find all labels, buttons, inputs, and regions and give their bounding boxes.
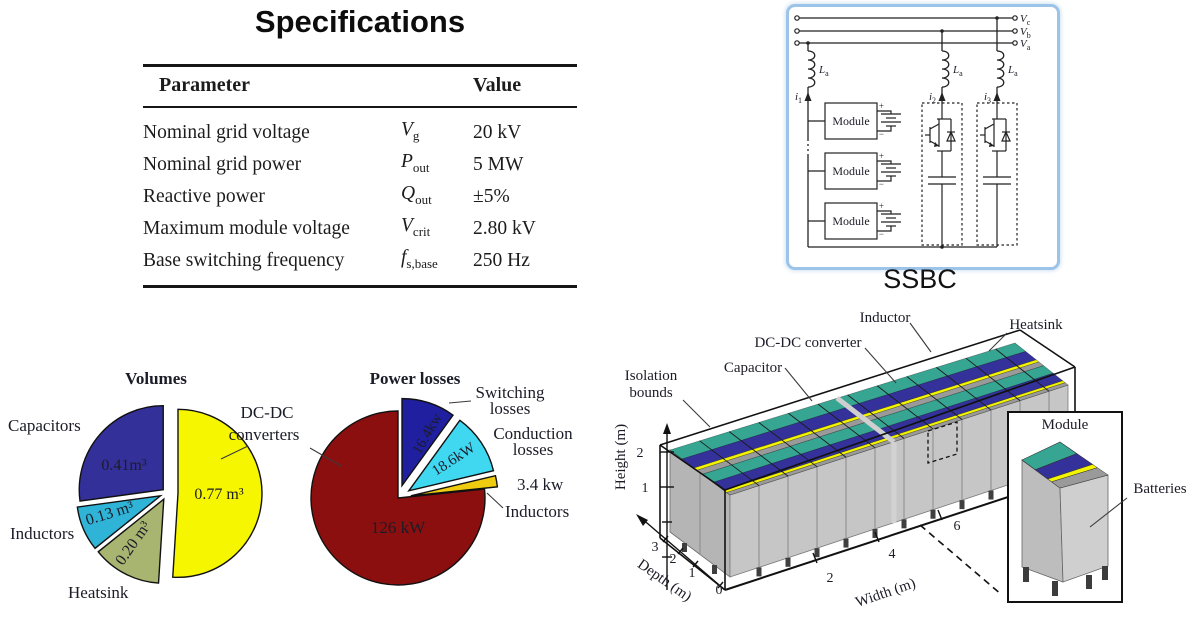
depth-tick-1: 1 — [689, 566, 696, 581]
specs-title: Specifications — [254, 4, 466, 39]
conduction-losses-label-line1: Conduction — [493, 424, 573, 443]
inset-module-label: Module — [1042, 417, 1089, 433]
module-box-label-1: Module — [832, 114, 869, 128]
isolation-bounds-callout-line2: bounds — [629, 385, 673, 401]
param-header: Parameter — [159, 74, 251, 96]
svg-text:+: + — [879, 151, 884, 161]
height-tick-2: 2 — [637, 446, 644, 461]
switching-losses-label-line2: losses — [490, 399, 531, 418]
pie-slice-dc-dc-converters — [310, 410, 486, 586]
svg-text:−: − — [879, 129, 884, 139]
depth-tick-3: 3 — [652, 540, 659, 555]
inset-module-drawing — [1021, 441, 1109, 596]
current-label-i3: i3 — [984, 91, 991, 105]
pie-slice-heatsink — [97, 497, 165, 584]
igbt-symbol — [925, 103, 1011, 245]
phase-label-vc: Vc — [1020, 13, 1031, 27]
current-arrows — [804, 92, 1001, 101]
svg-text:+: + — [879, 201, 884, 211]
volumes-title: Volumes — [125, 369, 187, 388]
inductor-label-3: La — [1007, 64, 1018, 78]
battery-symbol: +−+−+− — [877, 101, 901, 239]
power-inductors-value: 3.4 kw — [517, 475, 564, 494]
inductor-label-1: La — [818, 64, 829, 78]
depth-axis-label: Depth (m) — [634, 556, 694, 605]
power-inductors-label: Inductors — [505, 502, 569, 521]
volumes-pie — [76, 405, 263, 584]
battery-symbol: +− — [877, 201, 901, 239]
svg-text:−: − — [879, 229, 884, 239]
svg-text:−: − — [879, 179, 884, 189]
ssbc-caption: SSBC — [883, 264, 957, 294]
depth-tick-2: 2 — [670, 552, 677, 567]
pie-slice-conduction-losses — [407, 419, 495, 492]
power-losses-pie — [310, 397, 499, 586]
volumes-capacitors-value: 0.41m³ — [101, 457, 146, 474]
current-label-i2: i2 — [929, 91, 936, 105]
height-axis-label: Height (m) — [613, 424, 629, 490]
dcdc-converters-label-line2: converters — [229, 425, 300, 444]
ssbc-circuit-diagram: Vc Vb Va La La La i1 i2 i3 — [794, 13, 1031, 249]
switching-losses-label-line1: Switching — [476, 383, 545, 402]
conduction-losses-label-line2: losses — [513, 440, 554, 459]
heatsink-callout: Heatsink — [1009, 317, 1063, 333]
specs-header-row: Parameter Value — [143, 65, 577, 107]
isolation-bounds-callout-line1: Isolation — [625, 368, 678, 384]
phase-label-va: Va — [1020, 38, 1031, 52]
inset-leader-line — [919, 524, 1003, 596]
module-box-label-2: Module — [832, 164, 869, 178]
width-tick-4: 4 — [889, 547, 896, 562]
module-box-label-3: Module — [832, 214, 869, 228]
bus-terminals — [794, 15, 1018, 46]
power-dcdc-value: 126 kW — [371, 518, 426, 537]
volumes-dcdc-value: 0.77 m³ — [194, 486, 243, 503]
battery-3d-figure: 2 1 3 2 1 0 2 4 6 Height (m) Depth (m) W… — [613, 310, 1187, 611]
width-axis-ticks — [812, 509, 943, 564]
pie-slice-dc-dc-converters — [172, 408, 263, 579]
batteries-callout: Batteries — [1133, 481, 1186, 497]
capacitors-label: Capacitors — [8, 416, 81, 435]
inductor-coil — [807, 50, 1005, 88]
depth-tick-0: 0 — [716, 583, 723, 598]
pie-slice-switching-losses — [401, 397, 455, 488]
pie-slice-inductors — [410, 474, 499, 497]
inductors-label: Inductors — [10, 524, 74, 543]
width-tick-6: 6 — [954, 519, 961, 534]
depth-axis — [639, 516, 726, 591]
svg-text:+: + — [879, 101, 884, 111]
inductor-callout: Inductor — [860, 310, 911, 326]
heatsink-label: Heatsink — [68, 583, 129, 602]
dcdc-converters-label-line1: DC-DC — [241, 403, 294, 422]
inductor-label-2: La — [952, 64, 963, 78]
width-axis-label: Width (m) — [854, 576, 918, 611]
current-label-i1: i1 — [795, 91, 802, 105]
width-tick-2: 2 — [827, 571, 834, 586]
ssbc-circuit-panel: Vc Vb Va La La La i1 i2 i3 — [786, 4, 1060, 270]
dcdc-converter-callout: DC-DC converter — [754, 335, 861, 351]
pie-charts: Volumes Power losses 0.41m³ 0.77 m³ 0.13… — [8, 369, 573, 602]
phase-label-vb: Vb — [1020, 26, 1031, 40]
pie-slice-capacitors — [78, 405, 164, 502]
battery-symbol: +− — [877, 151, 901, 189]
value-header: Value — [473, 74, 522, 96]
capacitor-callout: Capacitor — [724, 360, 782, 376]
height-tick-1: 1 — [642, 481, 649, 496]
height-axis — [660, 431, 674, 590]
battery-symbol: +− — [877, 101, 901, 139]
power-losses-title: Power losses — [370, 369, 461, 388]
pie-slice-inductors — [76, 494, 163, 550]
